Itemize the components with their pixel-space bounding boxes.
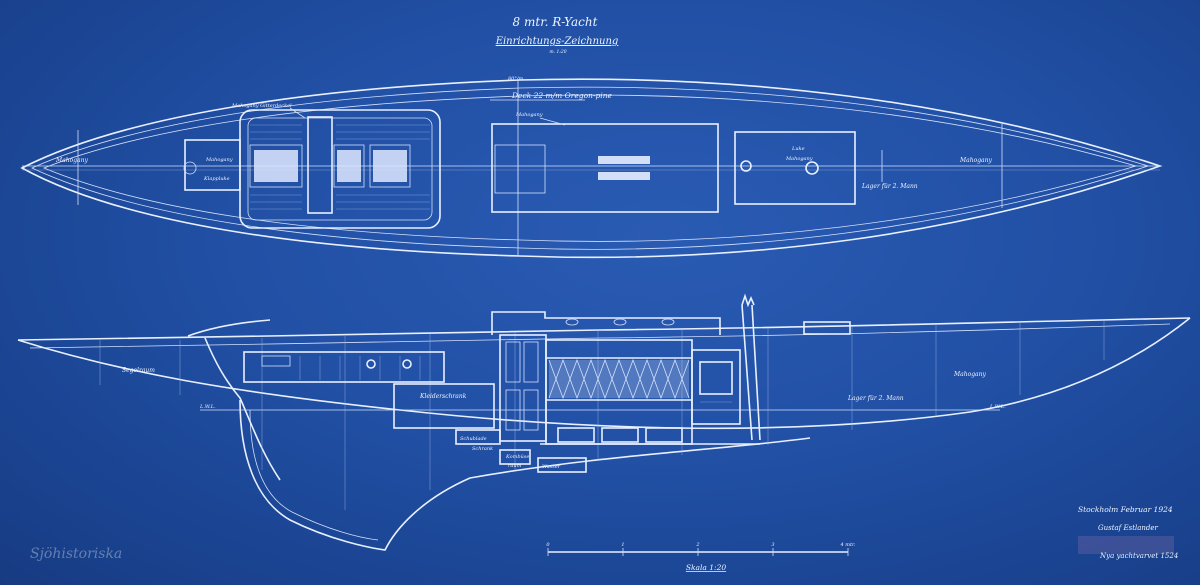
- profile-porthole-1: [366, 359, 376, 369]
- profile-label-schublade-sub: Schrank: [472, 446, 493, 452]
- title-block: 8 mtr. R-Yacht Einrichtungs-Zeichnung m.…: [495, 15, 619, 55]
- plan-main-cabin: [491, 123, 719, 213]
- profile-sheer-inner: [29, 323, 1171, 349]
- profile-mast: [741, 293, 761, 441]
- plan-aft-hatch: [184, 139, 241, 191]
- profile-aft-planking: [299, 356, 421, 380]
- signature-stamp-text: Nya yachtvarvet 1524: [1099, 552, 1178, 560]
- plan-grating-leader: [289, 107, 306, 119]
- profile-label-lwl-right: L.W.L.: [989, 404, 1006, 410]
- plan-view: Mahogany Mahogany Mahogany Klappluke Mah…: [20, 76, 1163, 259]
- plan-grating-left: [249, 144, 303, 188]
- scale-tick-0: 0: [546, 542, 550, 548]
- profile-cabin-portlights: [565, 318, 675, 326]
- profile-saloon-quilting: [548, 358, 690, 400]
- profile-aft-window: [261, 355, 291, 367]
- plan-small-gratings: [598, 156, 650, 180]
- plan-label-mahogany-fwd: Mahogany: [959, 157, 992, 164]
- drawing-title: 8 mtr. R-Yacht: [513, 15, 598, 29]
- plan-tiller-pivot: [183, 161, 197, 175]
- scale-tick-1: 1: [621, 542, 624, 548]
- profile-label-mahogany: Mahogany: [953, 371, 986, 378]
- profile-fore-hatch: [803, 321, 851, 335]
- plan-trunk-planking: [250, 124, 430, 210]
- plan-companionway: [494, 144, 546, 194]
- plan-beam-mark: 80°/m: [508, 76, 524, 82]
- profile-aft-cabin: [243, 351, 445, 383]
- profile-kombuse: [499, 449, 531, 465]
- plan-label-klappluke: Klappluke: [203, 176, 230, 182]
- plan-label-lager: Lager für 2. Mann: [861, 183, 918, 190]
- profile-kleiderschrank: [393, 383, 495, 429]
- plan-forehatch-area: [734, 131, 856, 205]
- plan-label-mahogany-small: Mahogany: [205, 157, 233, 163]
- profile-label-schublade: Schublade: [460, 436, 487, 442]
- scale-tick-4: 4 mtr.: [840, 542, 856, 548]
- profile-label-kombuse-sub: raum: [508, 463, 522, 469]
- scale-tick-3: 3: [771, 542, 774, 548]
- plan-mast-step: [805, 161, 819, 175]
- plan-label-luke: Luke: [791, 146, 805, 152]
- profile-view: Segelraum Kleiderschrank Schublade Schra…: [17, 293, 1191, 551]
- profile-label-lwl-left: L.W.L.: [199, 404, 216, 410]
- plan-label-grating: Mahogany Gitterdeckel: [231, 103, 292, 109]
- profile-cupboard-door: [699, 361, 733, 395]
- plan-label-mahogany-hatch: Mahogany: [785, 156, 813, 162]
- scale-bar-label: Skala 1:20: [686, 563, 726, 572]
- plan-hull-outline: [20, 78, 1163, 259]
- signature-block: Stockholm Februar 1924 Gustaf Estlander …: [1078, 505, 1178, 560]
- plan-mast-partner: [307, 116, 333, 214]
- profile-keel-inner: [249, 409, 379, 541]
- profile-wasser-tank: [537, 457, 587, 473]
- profile-boom-gallows: [187, 319, 271, 337]
- scale-tick-2: 2: [695, 542, 699, 548]
- plan-cabin-inner: [247, 117, 433, 221]
- profile-label-segelraum: Segelraum: [122, 367, 155, 374]
- profile-label-kleiderschrank: Kleiderschrank: [419, 393, 467, 400]
- drawing-scale-note: m. 1:20: [549, 49, 566, 55]
- profile-door-panel-4: [523, 389, 539, 431]
- plan-grating-right: [369, 144, 411, 188]
- profile-door-panel-3: [505, 389, 521, 431]
- plan-cabin-trunk: [239, 109, 441, 229]
- profile-saloon-door: [499, 334, 547, 442]
- profile-label-wasser: Wasser: [542, 464, 561, 470]
- plan-label-mahogany-top: Mahogany: [515, 112, 543, 118]
- profile-cupboard-shelves: [700, 401, 732, 411]
- plan-label-mahogany-aft: Mahogany: [55, 157, 88, 164]
- plan-mahogany-leader: [539, 117, 566, 126]
- profile-forward-cupboard: [691, 349, 741, 425]
- profile-station-lines: [99, 320, 1105, 510]
- plan-deck-note: Deck 22 m/m Oregon-pine: [511, 91, 613, 100]
- profile-rudder: [204, 337, 281, 481]
- profile-saloon-drawers: [557, 427, 683, 443]
- profile-label-kombuse: Kombüse: [505, 454, 529, 460]
- profile-cabin-trunk: [491, 311, 721, 335]
- profile-porthole-2: [402, 359, 412, 369]
- profile-sheer-line: [17, 317, 1191, 341]
- scale-bar-ticks: [547, 548, 849, 556]
- profile-label-lager: Lager für 2. Mann: [847, 395, 904, 402]
- drawing-subtitle: Einrichtungs-Zeichnung: [495, 36, 619, 47]
- profile-door-panel-2: [523, 341, 539, 383]
- signature-place-date: Stockholm Februar 1924: [1078, 505, 1173, 514]
- plan-grating-mid: [333, 144, 365, 188]
- archive-watermark: Sjöhistoriska: [30, 546, 122, 562]
- signature-stamp: [1078, 536, 1174, 554]
- profile-keel: [239, 399, 811, 551]
- profile-door-panel-1: [505, 341, 521, 383]
- signature-name: Gustaf Estlander: [1098, 524, 1159, 532]
- scale-bar: 0 1 2 3 4 mtr. Skala 1:20: [546, 542, 855, 572]
- plan-forehatch-porthole: [740, 160, 752, 172]
